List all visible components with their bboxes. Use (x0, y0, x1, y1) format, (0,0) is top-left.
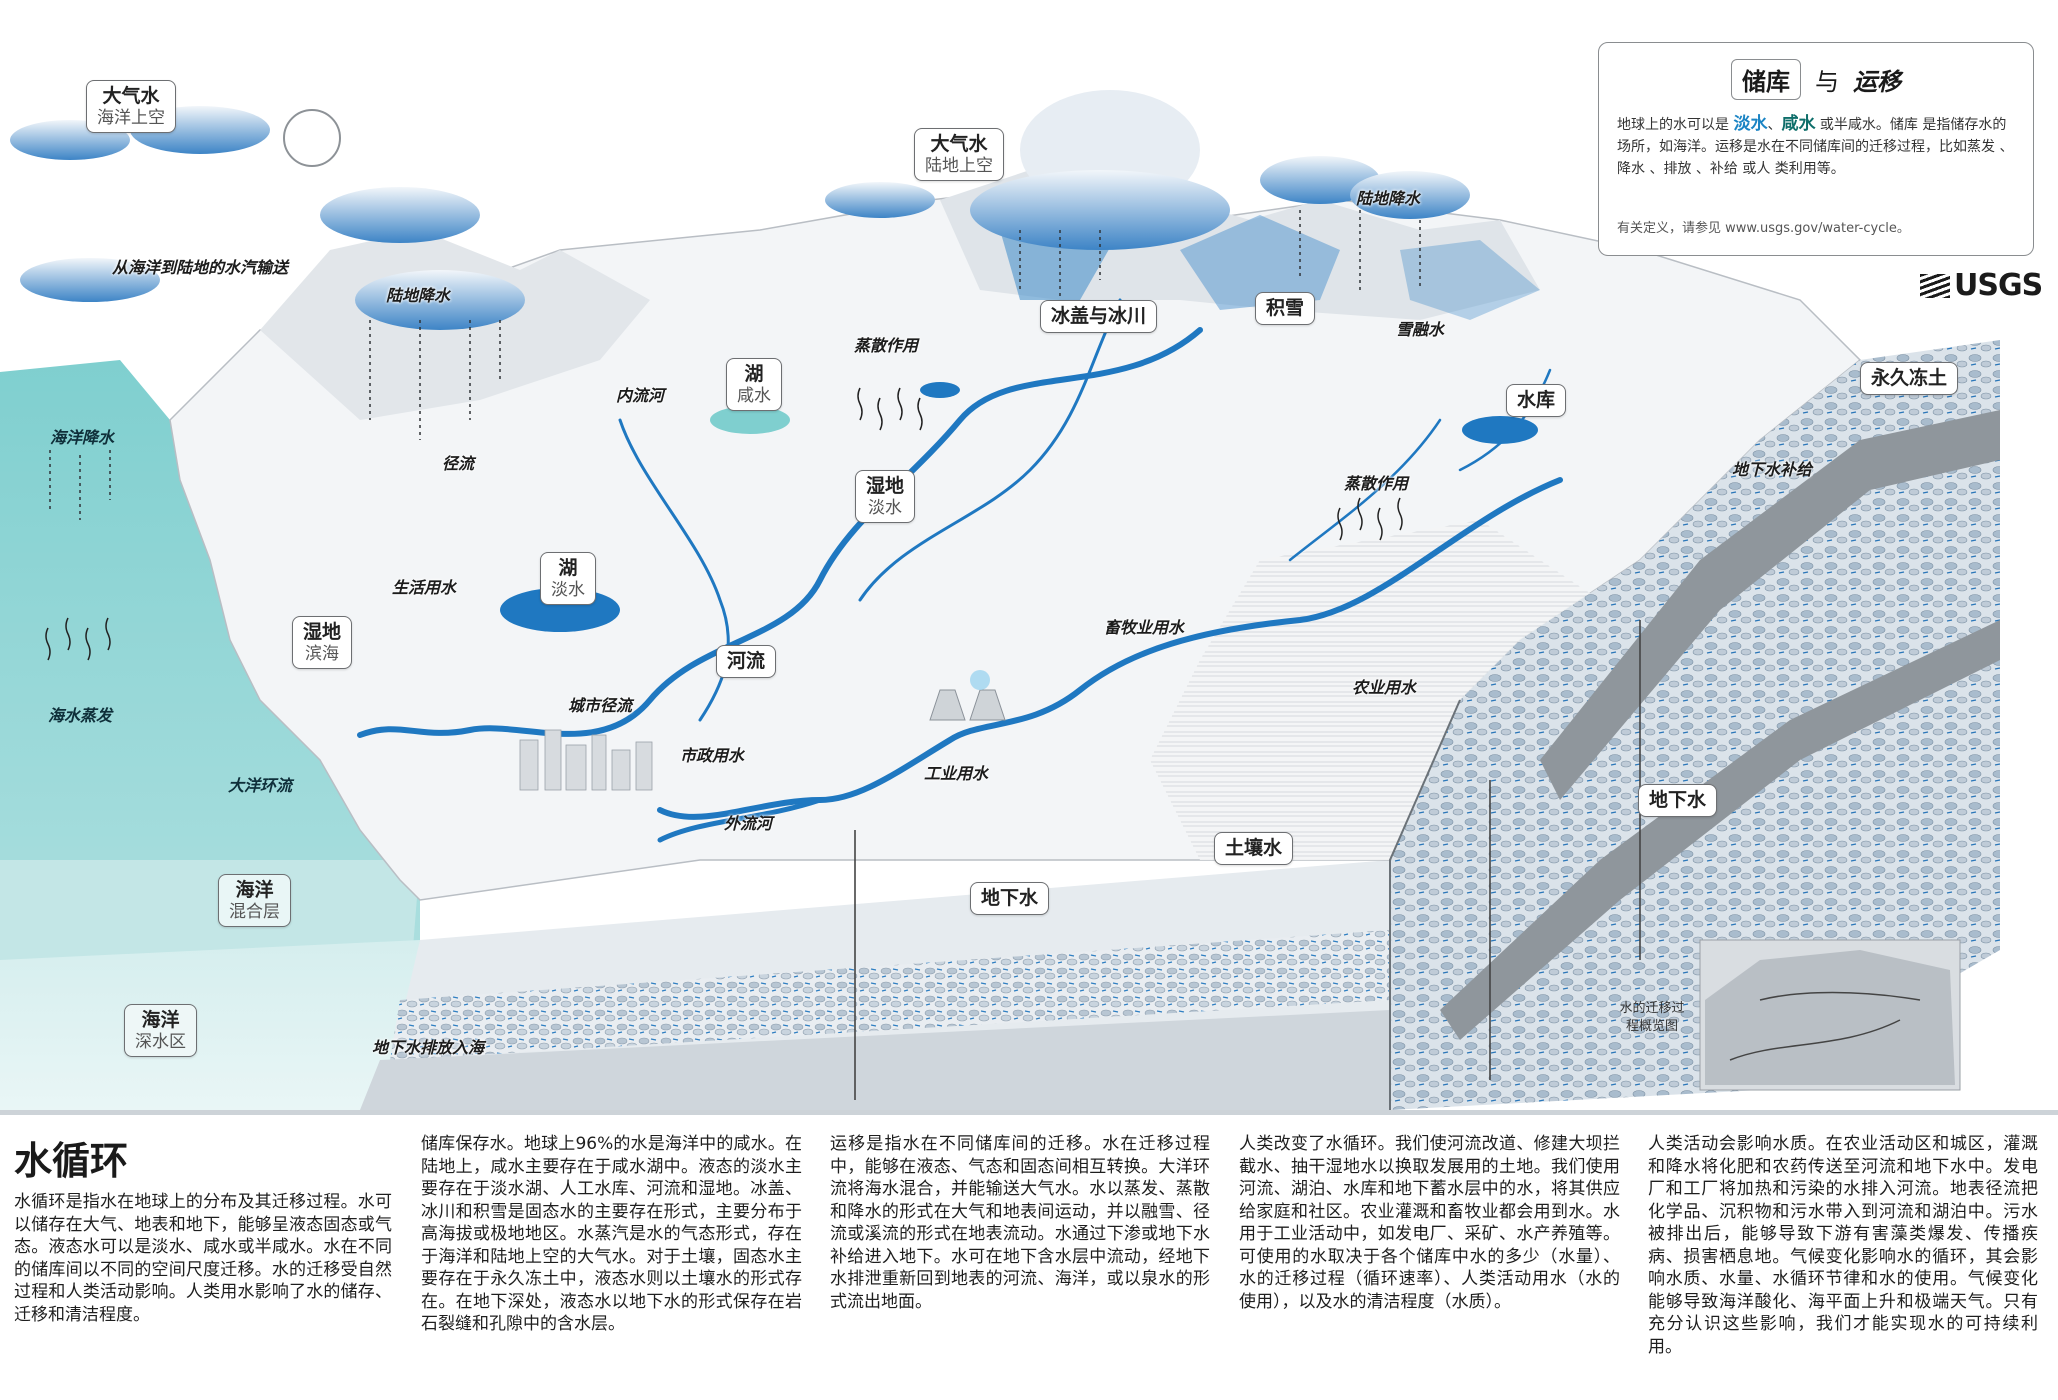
flow-domestic-use: 生活用水 (392, 578, 457, 597)
label-sub: 淡水 (551, 579, 585, 600)
label-atmospheric-water-ocean: 大气水 海洋上空 (86, 80, 176, 134)
label-main: 海洋 (141, 1009, 180, 1031)
label-sub: 咸水 (737, 385, 771, 406)
label-sub: 淡水 (868, 497, 902, 518)
legend-box: 储库与运移 地球上的水可以是 淡水、咸水 或半咸水。储库 是指储存水的场所，如海… (1598, 42, 2034, 256)
flow-groundwater-recharge: 地下水补给 (1732, 460, 1813, 479)
legend-title-flow: 运移 (1853, 68, 1901, 96)
page-title: 水循环 (14, 1139, 129, 1183)
human-use-paragraph: 人类改变了水循环。我们使河流改道、修建大坝拦截水、抽干湿地水以换取发展用的土地。… (1239, 1134, 1620, 1312)
label-main: 积雪 (1266, 297, 1305, 319)
label-main: 湖 (744, 363, 764, 385)
label-groundwater-mid: 地下水 (970, 882, 1050, 915)
label-ocean-mixed-layer: 海洋 混合层 (218, 874, 291, 928)
label-sub: 滨海 (305, 643, 339, 664)
label-ice-sheets-glaciers: 冰盖与冰川 (1040, 300, 1158, 333)
label-soil-moisture: 土壤水 (1214, 832, 1294, 865)
legend-title: 储库与运移 (1599, 59, 2033, 100)
label-permafrost: 永久冻土 (1860, 362, 1959, 395)
flow-runoff: 径流 (442, 454, 475, 473)
legend-body-part1: 地球上的水可以是 (1617, 117, 1729, 133)
flow-vapor-transport: 从海洋到陆地的水汽输送 (112, 258, 289, 277)
label-main: 水库 (1517, 389, 1556, 411)
flow-livestock-use: 畜牧业用水 (1104, 618, 1185, 637)
flow-groundwater-discharge: 地下水排放入海 (372, 1038, 485, 1057)
flow-agriculture-use: 农业用水 (1352, 678, 1417, 697)
flow-industrial-use: 工业用水 (924, 764, 989, 783)
legend-body: 地球上的水可以是 淡水、咸水 或半咸水。储库 是指储存水的场所，如海洋。运移是水… (1617, 111, 2019, 181)
label-atmospheric-water-land: 大气水 陆地上空 (914, 128, 1004, 182)
flow-ocean-evaporation: 海水蒸发 (48, 706, 113, 725)
label-main: 河流 (727, 650, 766, 672)
inset-label: 水的迁移过程概览图 (1619, 1001, 1685, 1034)
label-main: 地下水 (1649, 789, 1707, 811)
flow-urban-runoff: 城市径流 (568, 696, 633, 715)
label-main: 湿地 (866, 475, 905, 497)
legend-title-and: 与 (1815, 68, 1839, 96)
label-main: 湿地 (303, 621, 342, 643)
flow-municipal-use: 市政用水 (680, 746, 745, 765)
label-freshwater-wetland: 湿地 淡水 (855, 470, 916, 524)
flow-snowmelt: 雪融水 (1396, 320, 1445, 339)
label-main: 土壤水 (1225, 837, 1283, 859)
legend-saline: 咸水 (1781, 114, 1816, 134)
label-saline-lake: 湖 咸水 (726, 358, 782, 412)
legend-separator: 、 (1767, 117, 1782, 133)
legend-note: 有关定义，请参见 www.usgs.gov/water-cycle。 (1617, 221, 1910, 236)
label-reservoir: 水库 (1506, 384, 1567, 417)
flow-land-precip-left: 陆地降水 (386, 286, 451, 305)
label-sub: 深水区 (135, 1031, 186, 1052)
legend-body-part2: 或半咸水。储库 是指储存水的场所，如海洋。运移是水在不同储库间的迁移过程，比如蒸… (1617, 117, 2014, 178)
legend-freshwater: 淡水 (1733, 114, 1768, 134)
label-river: 河流 (716, 645, 777, 678)
label-sub: 混合层 (229, 901, 280, 922)
label-main: 冰盖与冰川 (1051, 305, 1147, 327)
label-sub: 陆地上空 (925, 155, 993, 176)
flow-evapotranspiration-left: 蒸散作用 (854, 336, 919, 355)
usgs-logo-icon (1920, 274, 1950, 298)
label-groundwater-right: 地下水 (1638, 784, 1718, 817)
flow-ocean-precip: 海洋降水 (50, 428, 115, 447)
label-main: 海洋 (235, 879, 274, 901)
label-snowpack: 积雪 (1255, 292, 1316, 325)
flow-ocean-circulation: 大洋环流 (228, 776, 293, 795)
label-sub: 海洋上空 (97, 107, 165, 128)
usgs-logo-text: USGS (1954, 268, 2043, 303)
flow-outflow-river: 外流河 (724, 814, 773, 833)
flows-paragraph: 运移是指水在不同储库间的迁移。水在迁移过程中，能够在液态、气态和固态间相互转换。… (830, 1134, 1210, 1312)
label-main: 永久冻土 (1871, 367, 1948, 389)
water-quality-paragraph: 人类活动会影响水质。在农业活动区和城区，灌溉和降水将化肥和农药传送至河流和地下水… (1648, 1134, 2038, 1357)
label-main: 地下水 (981, 887, 1039, 909)
flow-evapotranspiration-right: 蒸散作用 (1344, 474, 1409, 493)
flow-endorheic: 内流河 (616, 386, 665, 405)
usgs-logo: USGS (1920, 268, 2043, 303)
label-main: 湖 (558, 557, 578, 579)
label-main: 大气水 (930, 133, 988, 155)
storage-paragraph: 储库保存水。地球上96%的水是海洋中的咸水。在陆地上，咸水主要存在于咸水湖中。液… (421, 1134, 802, 1334)
label-freshwater-lake: 湖 淡水 (540, 552, 596, 606)
label-main: 大气水 (102, 85, 160, 107)
label-coastal-wetland: 湿地 滨海 (292, 616, 353, 670)
flow-land-precip-right: 陆地降水 (1356, 189, 1421, 208)
intro-paragraph: 水循环是指水在地球上的分布及其迁移过程。水可以储存在大气、地表和地下，能够呈液态… (14, 1192, 392, 1325)
label-ocean-deep: 海洋 深水区 (124, 1004, 197, 1058)
legend-title-storage: 储库 (1731, 59, 1801, 100)
